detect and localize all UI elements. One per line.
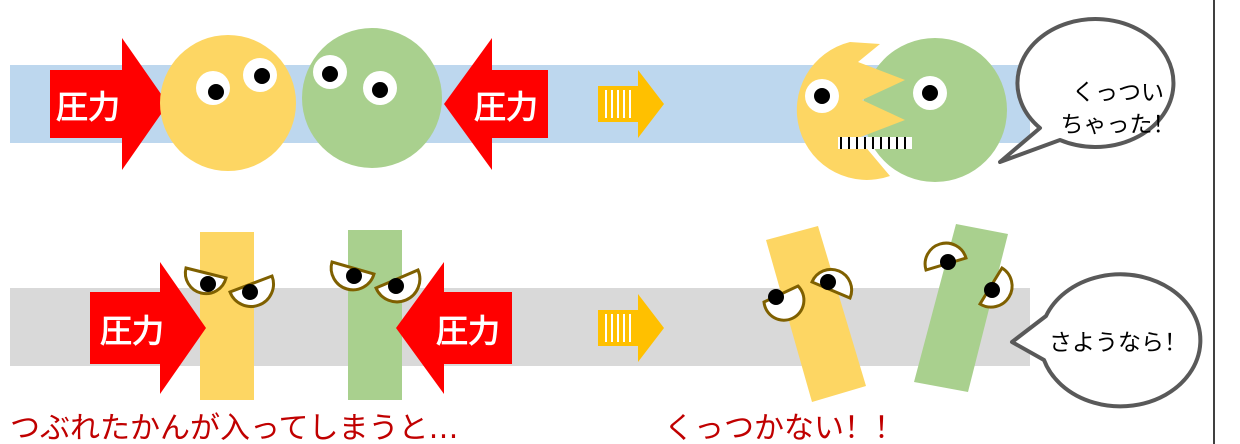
pressure-label: 圧力: [474, 88, 538, 126]
bottom-right-pressure-arrow: 圧力: [396, 262, 512, 394]
top-merged-characters: [796, 38, 1007, 182]
yellow-circle: [160, 35, 296, 171]
top-speech-bubble: くっつい ちゃった！: [998, 17, 1176, 164]
green-stick: [348, 230, 402, 400]
grin-teeth: [838, 137, 912, 149]
tilted-yellow-stick-character: [762, 226, 866, 402]
caption-left: つぶれたかんが入ってしまうと…: [10, 411, 459, 444]
eye-pupil: [208, 84, 224, 100]
pressure-label: 圧力: [436, 312, 500, 350]
eye-pupil: [814, 88, 830, 104]
speech-text-line2: ちゃった！: [1061, 112, 1176, 138]
eye-pupil: [922, 85, 938, 101]
top-left-pressure-arrow: 圧力: [50, 38, 168, 170]
speech-text-bottom: さようなら！: [1049, 330, 1187, 356]
top-right-pressure-arrow: 圧力: [444, 38, 548, 170]
eye-pupil: [322, 66, 338, 82]
top-process-arrow: [598, 70, 664, 138]
speech-text-line1: くっつい: [1072, 80, 1164, 106]
eye-pupil: [254, 68, 270, 84]
tilted-green-stick: [914, 224, 1008, 392]
bottom-process-arrow: [598, 294, 664, 362]
bottom-left-pressure-arrow: 圧力: [90, 262, 206, 394]
tilted-green-stick-character: [914, 224, 1014, 392]
yellow-stick: [200, 232, 254, 400]
top-yellow-circle-character: [160, 35, 296, 171]
merged-yellow-circle: [796, 42, 905, 180]
top-green-circle-character: [302, 28, 442, 168]
tilted-yellow-stick: [766, 226, 866, 402]
bottom-speech-bubble: さようなら！: [1010, 272, 1203, 409]
yellow-stick-angry-eyes: [183, 266, 275, 308]
caption-right: くっつかない！！: [664, 411, 904, 444]
merged-green-circle: [863, 38, 1007, 182]
pressure-label: 圧力: [100, 312, 164, 350]
green-stick-angry-eyes: [329, 260, 422, 304]
pressure-label: 圧力: [56, 88, 120, 126]
eye-pupil: [372, 82, 388, 98]
